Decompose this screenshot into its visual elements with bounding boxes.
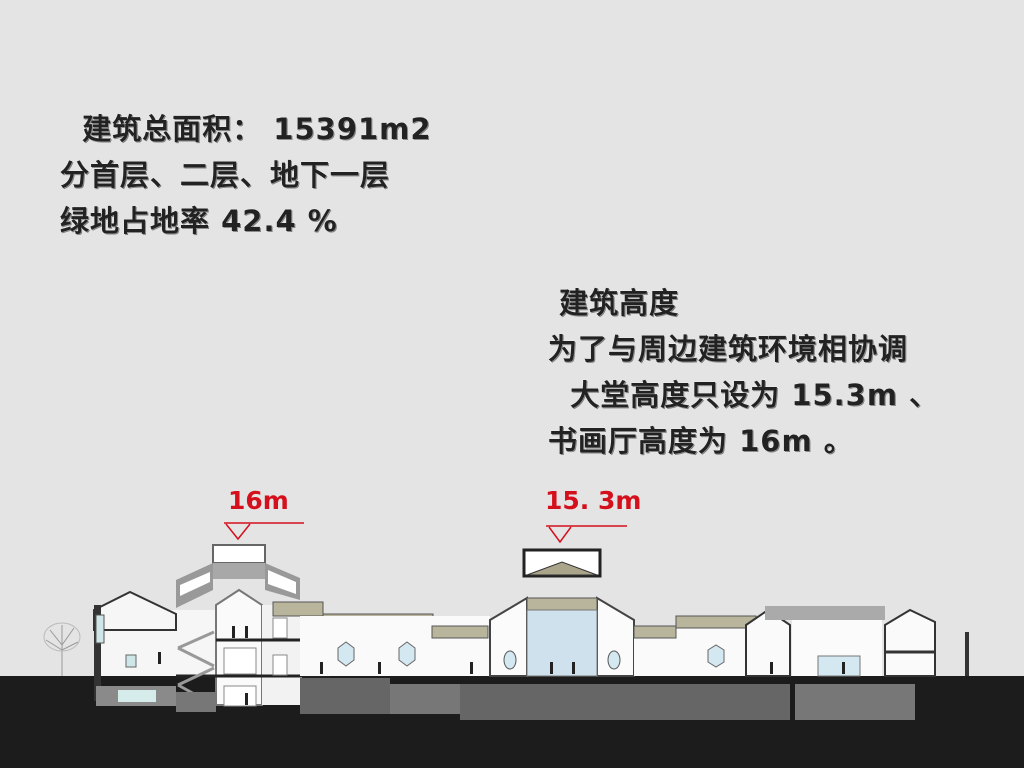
corridor-section [300, 616, 490, 714]
green-ratio-text: 绿地占地率 42.4 % [60, 204, 338, 238]
tree-icon [43, 622, 81, 676]
area-info-block: 建筑总面积： 15391m2 分首层、二层、地下一层绿地占地率 42.4 % [60, 106, 432, 244]
dimension-label-16m: 16m [228, 486, 289, 515]
height-info-block: 建筑高度为了与周边建筑环境相协调 大堂高度只设为 15.3m 、书画厅高度为 1… [548, 280, 939, 464]
height-reason-text: 为了与周边建筑环境相协调 [548, 332, 909, 366]
main-lobby-section [460, 548, 660, 720]
east-wing-section [633, 606, 969, 720]
gallery-height-text: 书画厅高度为 16m 。 [548, 424, 854, 458]
calligraphy-hall-section [93, 544, 434, 712]
floors-text: 分首层、二层、地下一层 [60, 158, 391, 192]
elevation-marker-left [224, 522, 304, 541]
dimension-label-15-3m: 15. 3m [545, 486, 642, 515]
height-heading: 建筑高度 [548, 286, 680, 320]
total-area-text: 建筑总面积： 15391m2 [60, 112, 432, 146]
human-figures [158, 626, 845, 705]
lobby-height-text: 大堂高度只设为 15.3m 、 [548, 378, 940, 412]
elevation-marker-center [546, 525, 627, 544]
